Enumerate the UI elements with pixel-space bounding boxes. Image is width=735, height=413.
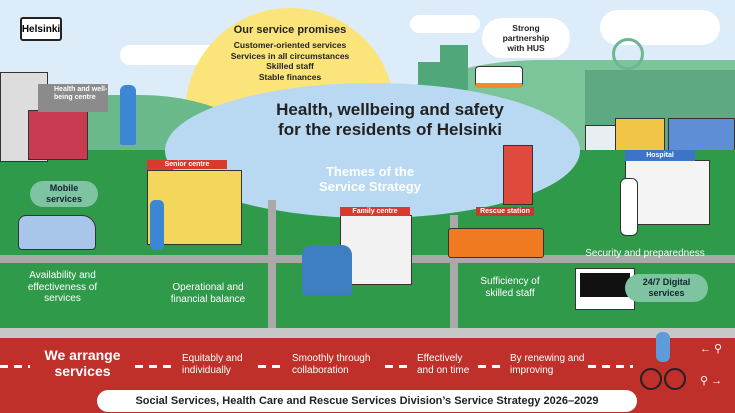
band-heading: We arrange services [44,347,121,380]
helsinki-logo: Helsinki [20,17,62,41]
ambulance-icon [475,66,523,88]
cloud [120,45,220,65]
theme-availability: Availability and effectiveness of servic… [27,270,98,304]
divider [0,365,30,368]
footer-title: Social Services, Health Care and Rescue … [97,390,637,412]
family-figures [302,245,352,295]
family-centre-label: Family centre [340,207,410,216]
band-item: By renewing and improving [510,353,585,376]
divider [478,365,506,368]
divider [258,365,286,368]
theme-operational: Operational and financial balance [170,282,246,305]
rescue-station-label: Rescue station [476,207,534,216]
health-centre-roof [38,84,108,112]
promises-title: Our service promises [233,24,347,36]
health-centre-label: Health and well-being centre [54,86,108,102]
green-building [440,45,468,90]
doctor-figure [620,178,638,236]
theme-security: Security and preparedness [585,248,705,259]
promise-item: Skilled staff [266,61,314,72]
themes-title-line: Service Strategy [319,178,421,194]
cyclist-icon [640,330,688,392]
cloud [410,15,480,33]
divider [135,365,175,368]
band-item: Smoothly through collaboration [292,353,371,376]
bike-lane-right-icon: ⚲ → [700,375,723,387]
mobile-services-pill: Mobile services [30,181,98,207]
promise-item: Customer-oriented services [233,40,347,50]
theme-staff: Sufficiency of skilled staff [480,276,540,299]
band-item: Equitably and individually [182,353,243,376]
hospital-building [625,160,710,225]
digital-services-pill: 24/7 Digital services [625,274,708,302]
divider [588,365,633,368]
promise-item: Services in all circumstances [230,50,350,61]
themes-title: Themes of the Service Strategy [295,164,445,195]
promise-item: Stable finances [258,71,322,82]
senior-centre-label: Senior centre [147,160,227,169]
promises-list: Customer-oriented services Services in a… [200,40,380,83]
road [0,328,735,338]
main-title: Health, wellbeing and safety for the res… [240,100,540,139]
person-figure [150,200,164,250]
hospital-label: Hospital [625,150,695,161]
cloud [600,10,720,45]
ferris-wheel-icon [612,38,644,70]
bike-lane-left-icon: ← ⚲ [700,343,723,355]
rescue-tower [503,145,533,205]
themes-title-line: Themes of the [325,164,415,179]
service-band [0,338,735,398]
main-title-line: Health, wellbeing and safety [276,100,504,119]
main-title-line: for the residents of Helsinki [278,119,502,139]
health-centre-building [28,110,88,160]
doctor-figure [120,85,136,145]
partnership-bubble: Strong partnership with HUS [482,18,570,58]
road [268,200,276,335]
divider [385,365,411,368]
fire-truck-icon [448,228,544,258]
road [450,215,458,335]
band-item: Effectively and on time [417,353,470,376]
van-icon [18,215,96,250]
